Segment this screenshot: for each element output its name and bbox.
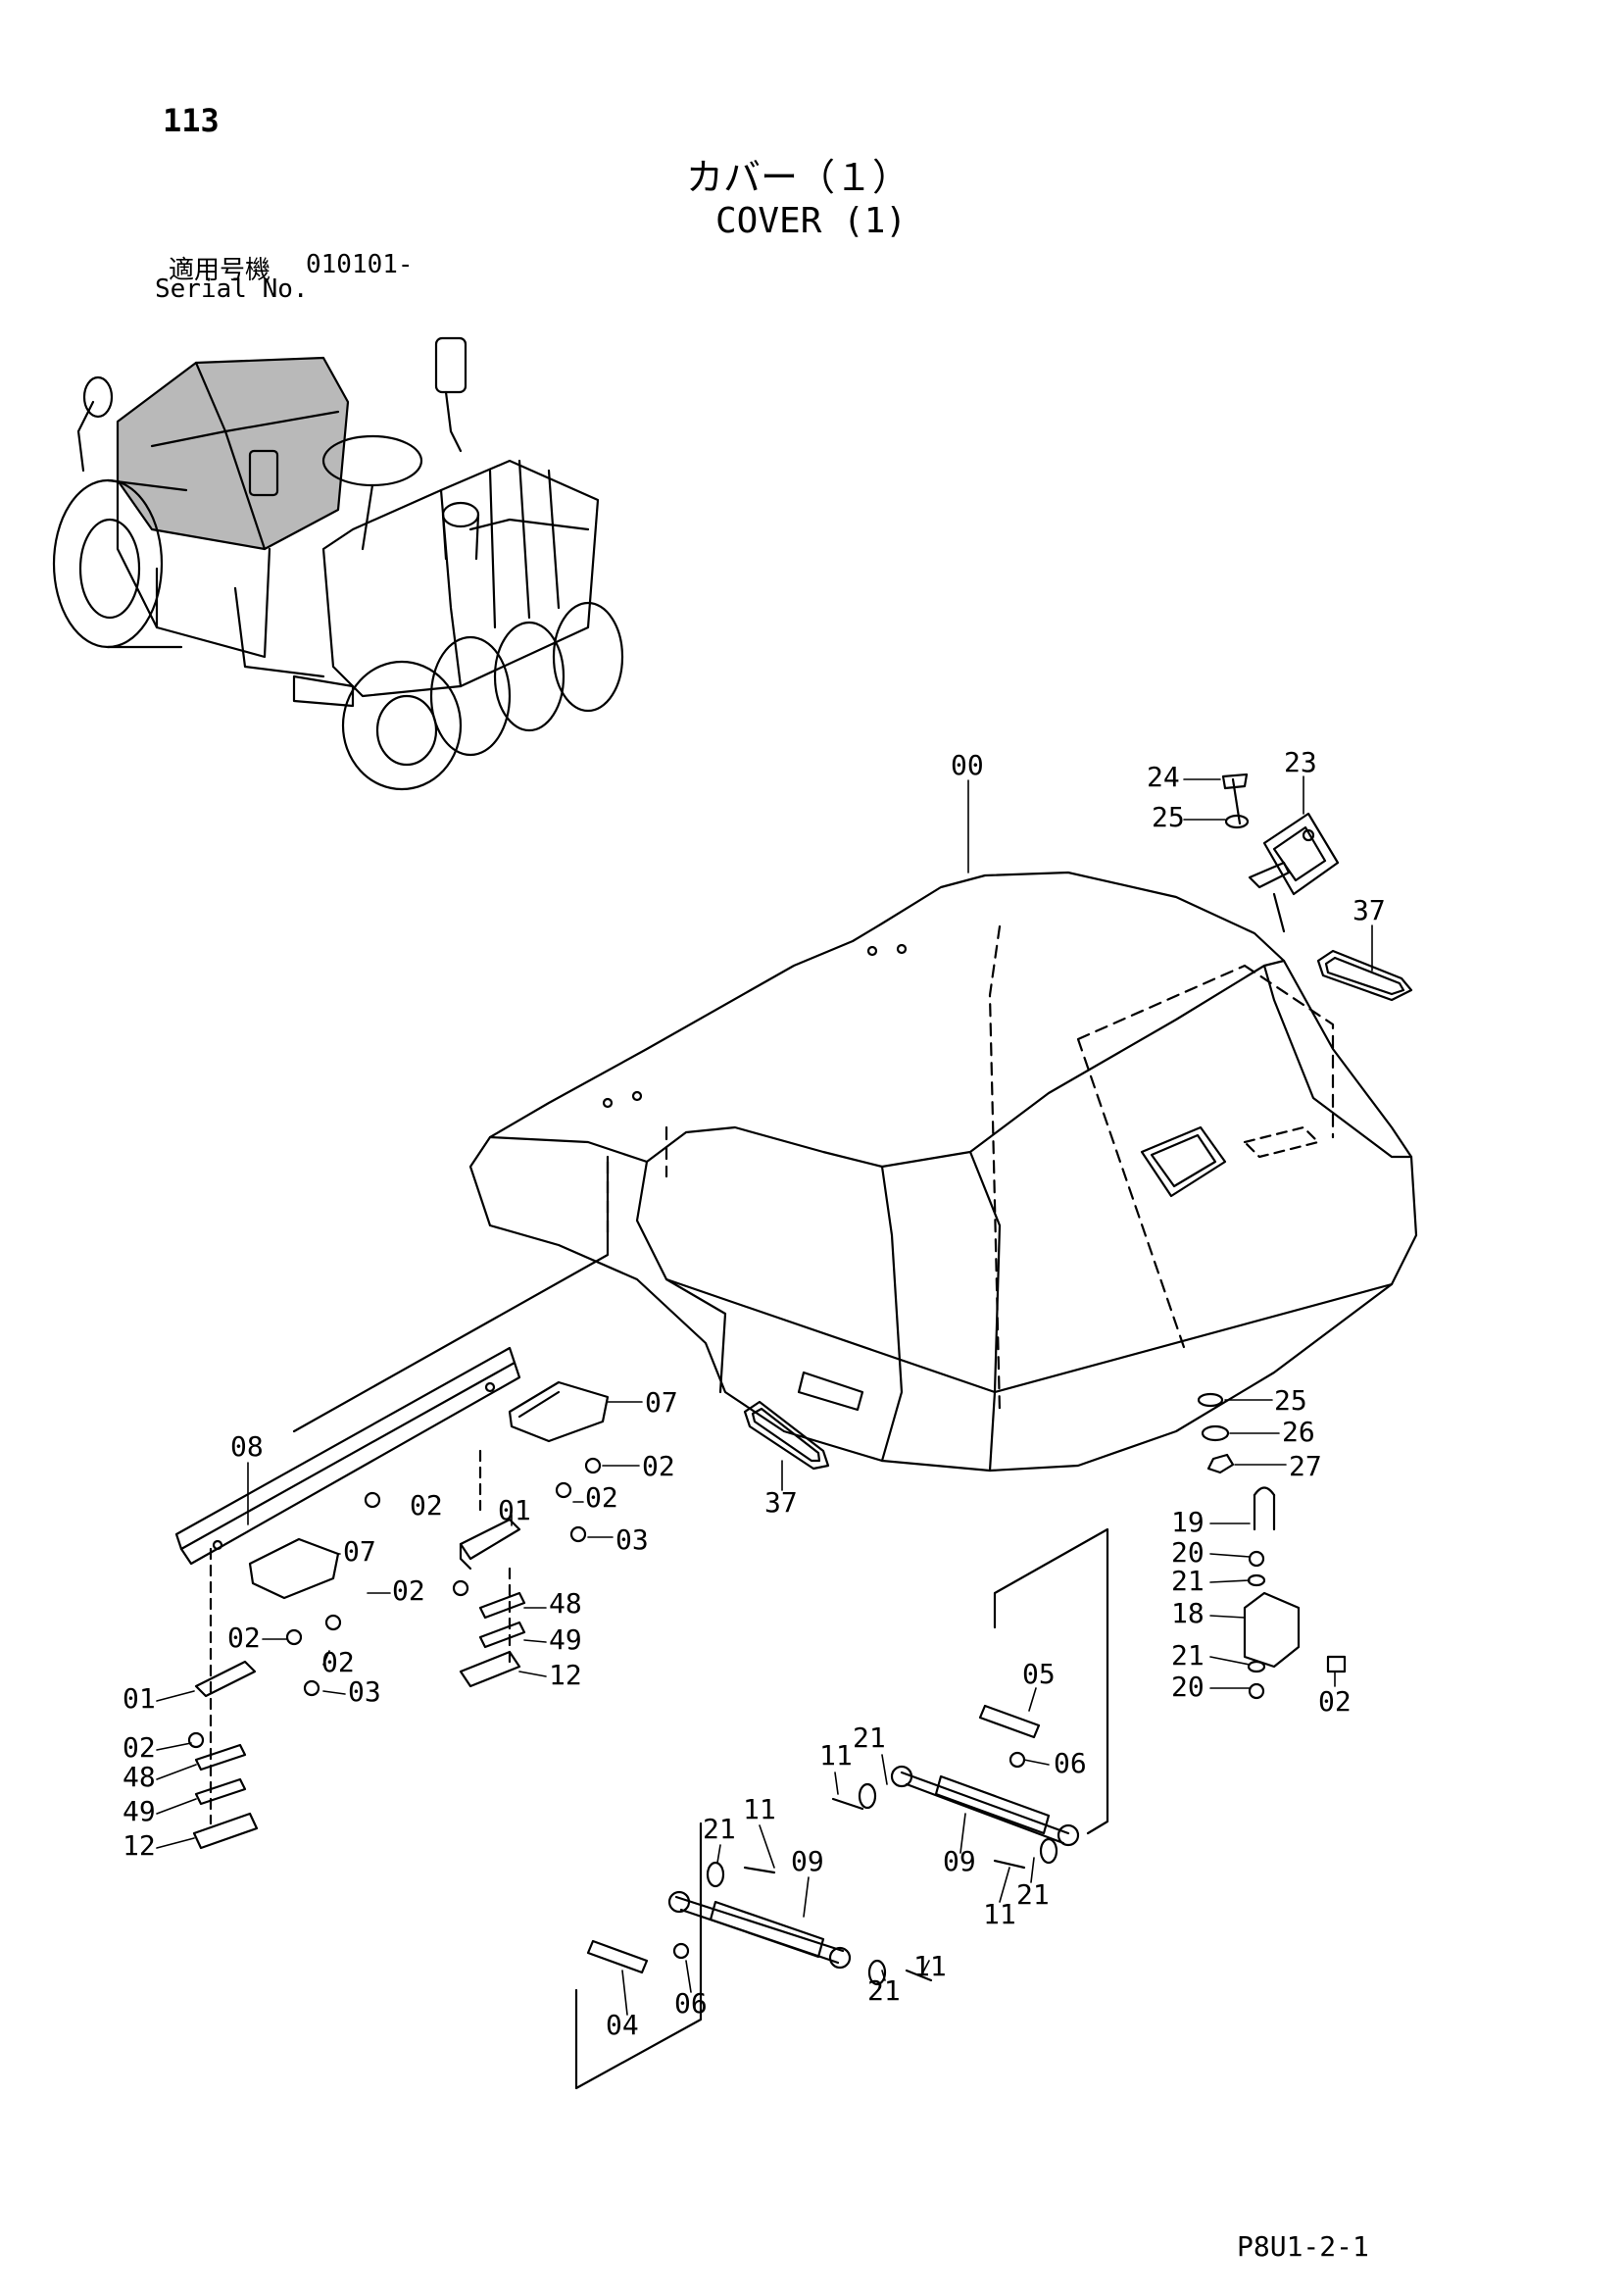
serial-label-japanese: 適用号機 [169, 256, 271, 285]
callout-12: 12 [549, 1659, 582, 1691]
callout-49: 49 [549, 1623, 582, 1656]
callout-leaders [156, 775, 1373, 2016]
u-bolt-bracket [1243, 1486, 1347, 1700]
gas-spring-upper [831, 1527, 1109, 1870]
callout-23: 23 [1284, 746, 1317, 778]
callout-25: 25 [1152, 801, 1185, 833]
callout-01: 01 [123, 1682, 156, 1715]
callout-27: 27 [1289, 1450, 1322, 1482]
hinge-rail-assembly [174, 1155, 610, 1850]
callout-11: 11 [913, 1950, 947, 1982]
callout-48: 48 [123, 1761, 156, 1793]
latch-assembly [1221, 773, 1340, 933]
document-code: P8U1-2-1 [1237, 2230, 1369, 2263]
callout-00: 00 [951, 749, 984, 781]
serial-label-english: Serial No. [155, 275, 309, 304]
callout-18: 18 [1171, 1597, 1205, 1629]
callout-03: 03 [348, 1675, 381, 1708]
page-number: 113 [163, 102, 220, 139]
callout-21: 21 [1016, 1878, 1050, 1911]
callout-09: 09 [943, 1845, 976, 1877]
callout-21: 21 [853, 1722, 886, 1754]
callout-37: 37 [764, 1486, 798, 1519]
callout-19: 19 [1171, 1506, 1205, 1538]
seal-ring-top [1316, 949, 1413, 1002]
callout-21: 21 [1171, 1639, 1205, 1672]
callout-04: 04 [606, 2009, 639, 2041]
callout-02: 02 [227, 1622, 261, 1654]
callout-02: 02 [585, 1481, 618, 1514]
callout-49: 49 [123, 1795, 156, 1827]
callout-21: 21 [867, 1974, 901, 2007]
callout-02: 02 [392, 1574, 425, 1607]
callout-06: 06 [1054, 1747, 1087, 1779]
callout-37: 37 [1352, 894, 1386, 926]
callout-11: 11 [819, 1739, 853, 1772]
callout-07: 07 [645, 1386, 678, 1419]
callout-05: 05 [1022, 1658, 1056, 1690]
callout-02: 02 [410, 1489, 443, 1522]
machine-overview-illustration [52, 336, 624, 791]
callout-02: 02 [321, 1646, 355, 1678]
callouts: 00 24 23 25 37 25 26 27 37 19 20 21 18 2… [123, 746, 1386, 2041]
callout-24: 24 [1147, 761, 1180, 793]
callout-03: 03 [615, 1523, 649, 1556]
callout-02: 02 [123, 1731, 156, 1764]
callout-01: 01 [498, 1494, 531, 1526]
callout-48: 48 [549, 1587, 582, 1620]
callout-25: 25 [1274, 1384, 1307, 1417]
callout-02: 02 [1318, 1685, 1352, 1718]
page-title-japanese: カバー（１） [686, 156, 910, 199]
callout-26: 26 [1282, 1416, 1315, 1448]
serial-number-value: 010101- [306, 250, 414, 279]
callout-08: 08 [230, 1430, 264, 1463]
callout-07: 07 [343, 1535, 376, 1568]
callout-11: 11 [983, 1898, 1016, 1930]
page-title-english: COVER (1) [715, 201, 908, 241]
callout-12: 12 [123, 1829, 156, 1862]
callout-20: 20 [1171, 1671, 1205, 1703]
gas-spring-lower [574, 1822, 933, 2090]
callout-09: 09 [791, 1845, 824, 1877]
callout-20: 20 [1171, 1536, 1205, 1569]
cover-assembly [468, 871, 1418, 1472]
seal-ring-left [743, 1400, 830, 1471]
callout-21: 21 [1171, 1565, 1205, 1597]
callout-02: 02 [642, 1450, 675, 1482]
callout-11: 11 [743, 1793, 776, 1825]
callout-21: 21 [703, 1813, 736, 1845]
washer-nut-stack [1197, 1392, 1235, 1474]
